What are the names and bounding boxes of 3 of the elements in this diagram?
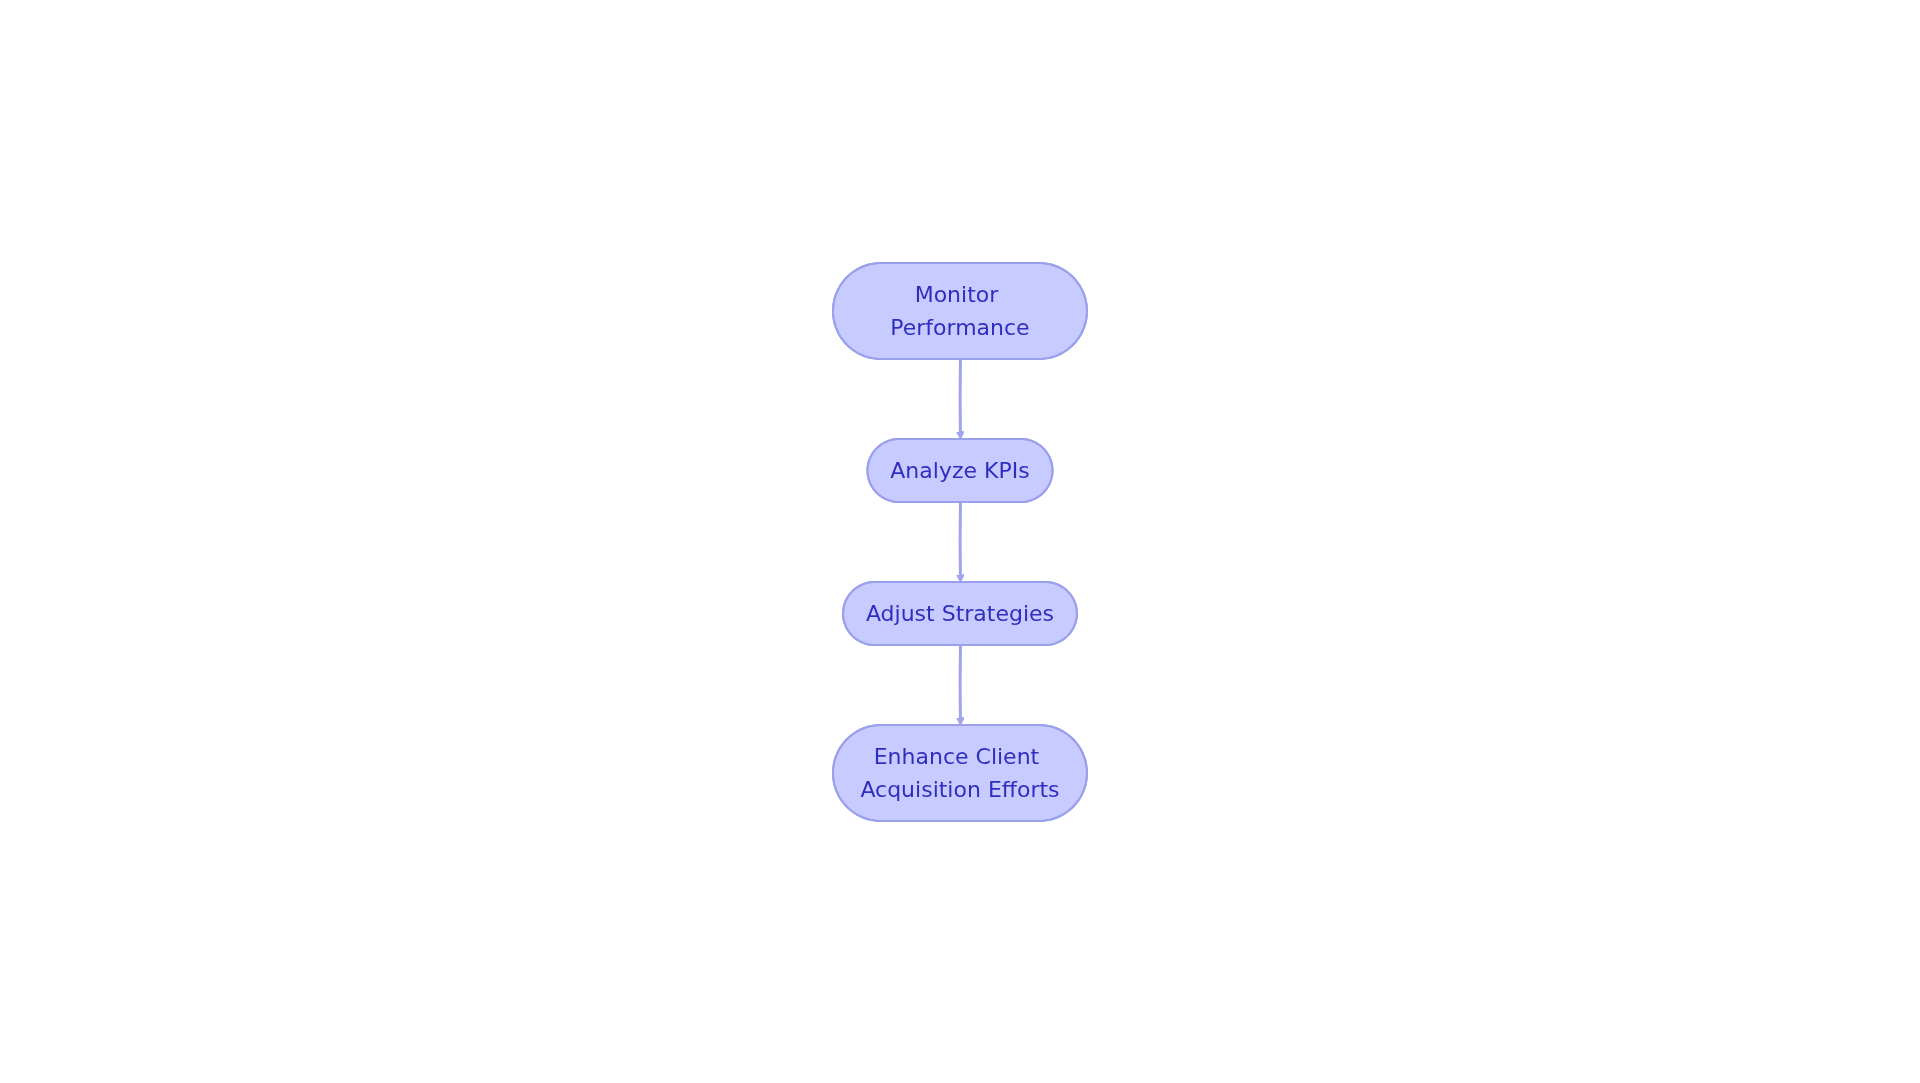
arrow xyxy=(956,644,965,726)
arrow xyxy=(956,359,965,440)
arrow xyxy=(956,501,965,583)
